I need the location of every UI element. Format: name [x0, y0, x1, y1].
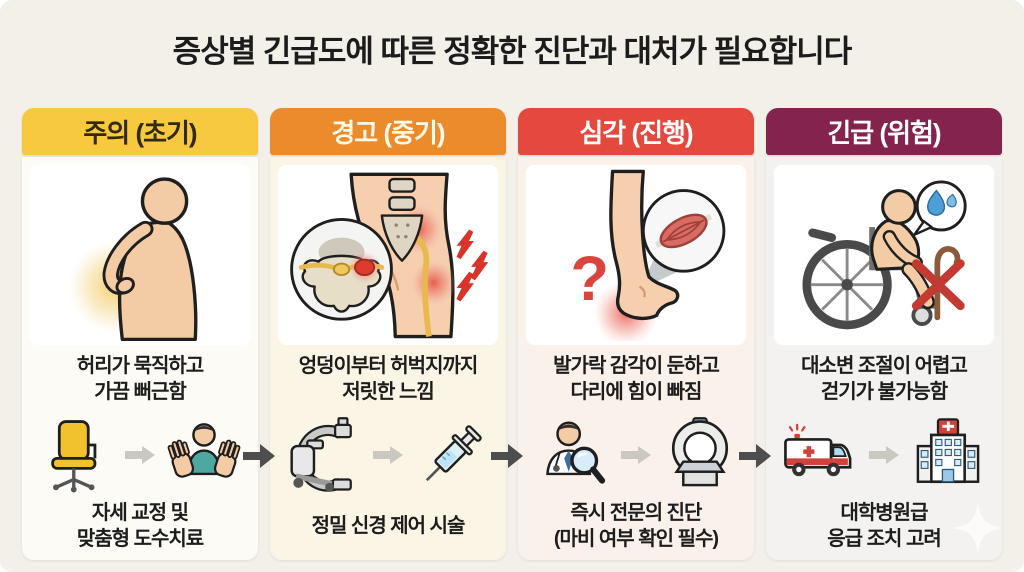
- treatment-icon-row: [22, 413, 258, 497]
- stage-header-warning: 경고 (중기): [270, 108, 506, 155]
- stage-label: 심각 (진행): [579, 118, 693, 148]
- treatment-icon-row: [270, 413, 506, 497]
- wheelchair-illustration: [774, 165, 994, 345]
- symptom-text: 발가락 감각이 둔하고 다리에 힘이 빠짐: [553, 355, 720, 404]
- stage-header-serious: 심각 (진행): [518, 108, 754, 155]
- arrow-right-icon: [371, 443, 405, 467]
- stage-label: 경고 (중기): [331, 118, 445, 148]
- stage-label: 주의 (초기): [83, 118, 197, 148]
- back-pain-figure-icon: [68, 176, 198, 341]
- stage-body-warning: 엉덩이부터 허벅지까지 저릿한 느낌: [270, 157, 506, 560]
- action-text: 자세 교정 및 맞춤형 도수치료: [76, 502, 204, 550]
- office-chair-icon: [37, 416, 115, 494]
- svg-text:?: ?: [571, 244, 610, 314]
- numb-foot-illustration: ?: [526, 165, 746, 345]
- stage-body-serious: ? 발가락 감각이 둔하고 다리에 힘이 빠짐: [518, 157, 754, 560]
- mri-scanner-icon: [661, 416, 739, 494]
- stage-column-serious: 심각 (진행) ?: [518, 108, 754, 560]
- manual-therapy-hands-icon: [165, 416, 243, 494]
- stage-header-caution: 주의 (초기): [22, 108, 258, 155]
- doctor-magnifier-icon: [533, 416, 611, 494]
- hip-sciatic-nerve-illustration: [278, 165, 498, 345]
- page-title: 증상별 긴급도에 따른 정확한 진단과 대처가 필요합니다: [172, 34, 853, 69]
- action-text: 즉시 전문의 진단 (마비 여부 확인 필수): [553, 502, 719, 550]
- treatment-icon-row: [766, 413, 1002, 497]
- hospital-icon: [909, 416, 987, 494]
- stage-column-urgent: 긴급 (위험): [766, 108, 1002, 560]
- stage-label: 긴급 (위험): [827, 118, 941, 148]
- arrow-right-icon: [867, 443, 901, 467]
- action-text: 정밀 신경 제어 시술: [311, 515, 466, 537]
- wheelchair-figure-icon: [802, 180, 968, 329]
- person-holding-lower-back-illustration: [30, 165, 250, 345]
- syringe-icon: [413, 416, 491, 494]
- flow-arrow-icon: [491, 442, 523, 470]
- treatment-icon-row: [518, 413, 754, 497]
- ambulance-icon: [781, 416, 859, 494]
- sparkle-icon: [952, 502, 1004, 554]
- stage-column-warning: 경고 (중기): [270, 108, 506, 560]
- stage-body-caution: 허리가 묵직하고 가끔 뻐근함: [22, 157, 258, 560]
- numb-foot-figure-icon: ?: [571, 169, 726, 342]
- arrow-right-icon: [123, 443, 157, 467]
- stage-column-caution: 주의 (초기): [22, 108, 258, 560]
- action-text: 대학병원급 응급 조치 고려: [827, 502, 942, 550]
- c-arm-xray-icon: [285, 416, 363, 494]
- symptom-text: 대소변 조절이 어렵고 걷기가 불가능함: [801, 355, 968, 404]
- flow-arrow-icon: [243, 442, 275, 470]
- flow-arrow-icon: [739, 442, 771, 470]
- arrow-right-icon: [619, 443, 653, 467]
- sciatica-figure-icon: [290, 172, 489, 338]
- stage-header-urgent: 긴급 (위험): [766, 108, 1002, 155]
- symptom-text: 허리가 묵직하고 가끔 뻐근함: [76, 355, 204, 404]
- stage-body-urgent: 대소변 조절이 어렵고 걷기가 불가능함: [766, 157, 1002, 560]
- symptom-text: 엉덩이부터 허벅지까지 저릿한 느낌: [298, 355, 479, 404]
